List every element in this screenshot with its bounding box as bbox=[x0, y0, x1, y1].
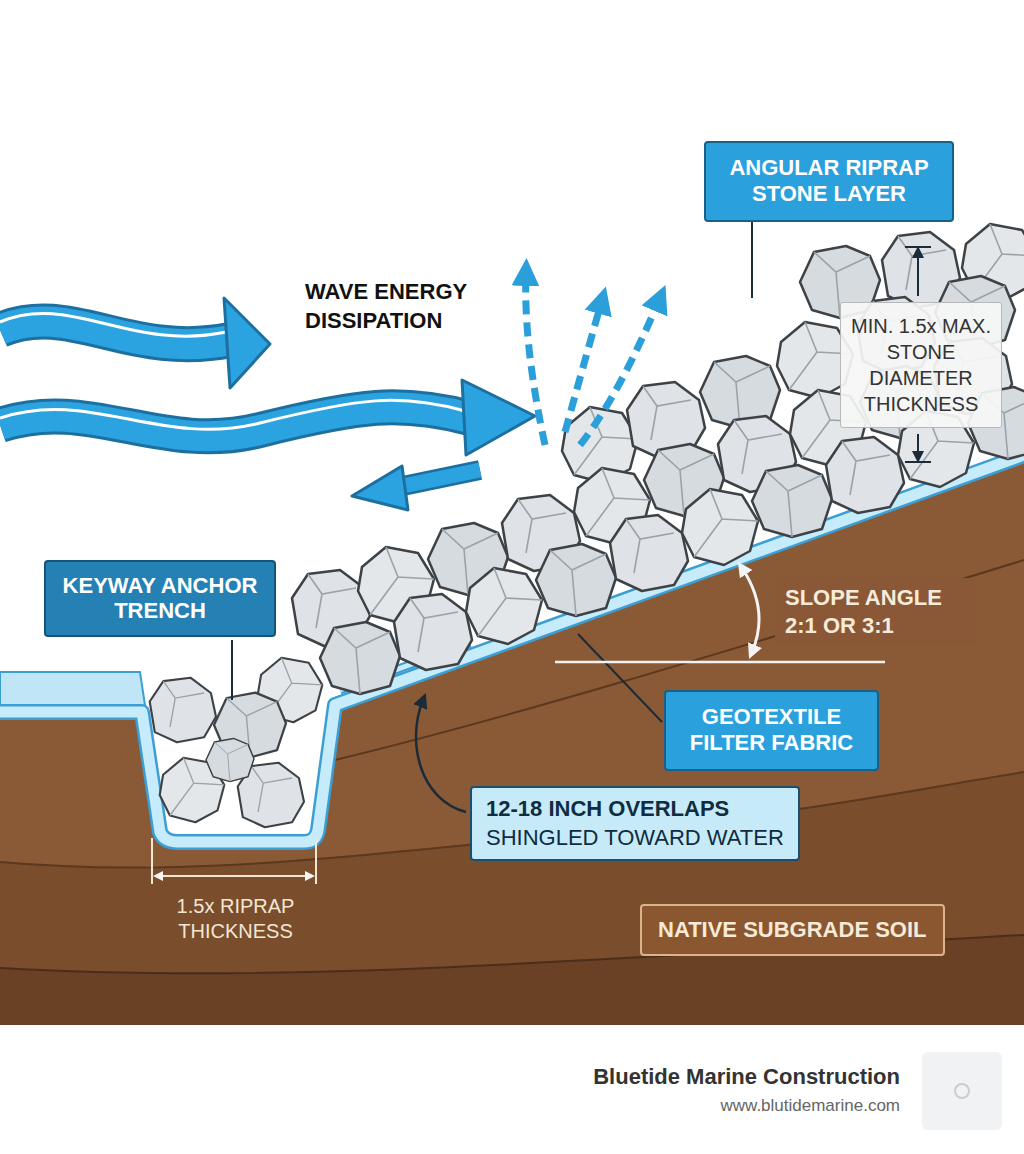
note-box: 12-18 INCH OVERLAPSSHINGLED TOWARD WATER bbox=[470, 786, 800, 861]
website-url: www.blutidemarine.com bbox=[540, 1096, 900, 1116]
box-title: 12-18 INCH OVERLAPS bbox=[486, 795, 784, 824]
flow-label: WAVE ENERGY DISSIPATION bbox=[305, 278, 500, 335]
box-title: KEYWAY ANCHOR TRENCH bbox=[58, 573, 262, 624]
callout-box: GEOTEXTILE FILTER FABRIC bbox=[664, 690, 879, 771]
box-title: NATIVE SUBGRADE SOIL bbox=[658, 917, 927, 943]
soil-label-box: NATIVE SUBGRADE SOIL bbox=[640, 904, 945, 956]
box-title: SLOPE ANGLE 2:1 OR 3:1 bbox=[785, 584, 965, 639]
slope-label-box: SLOPE ANGLE 2:1 OR 3:1 bbox=[775, 578, 975, 645]
box-text: SHINGLED TOWARD WATER bbox=[486, 824, 784, 853]
box-title: MIN. 1.5x MAX. STONE DIAMETER THICKNESS bbox=[849, 313, 993, 417]
dimension-box: MIN. 1.5x MAX. STONE DIAMETER THICKNESS bbox=[840, 302, 1002, 428]
box-title: GEOTEXTILE FILTER FABRIC bbox=[678, 704, 865, 757]
callout-box: ANGULAR RIPRAP STONE LAYER bbox=[704, 141, 954, 222]
callout-box: KEYWAY ANCHOR TRENCH bbox=[44, 560, 276, 637]
company-name: Bluetide Marine Construction bbox=[540, 1064, 900, 1090]
dimension-label: 1.5x RIPRAP THICKNESS bbox=[148, 892, 323, 946]
box-title: ANGULAR RIPRAP STONE LAYER bbox=[718, 155, 940, 208]
